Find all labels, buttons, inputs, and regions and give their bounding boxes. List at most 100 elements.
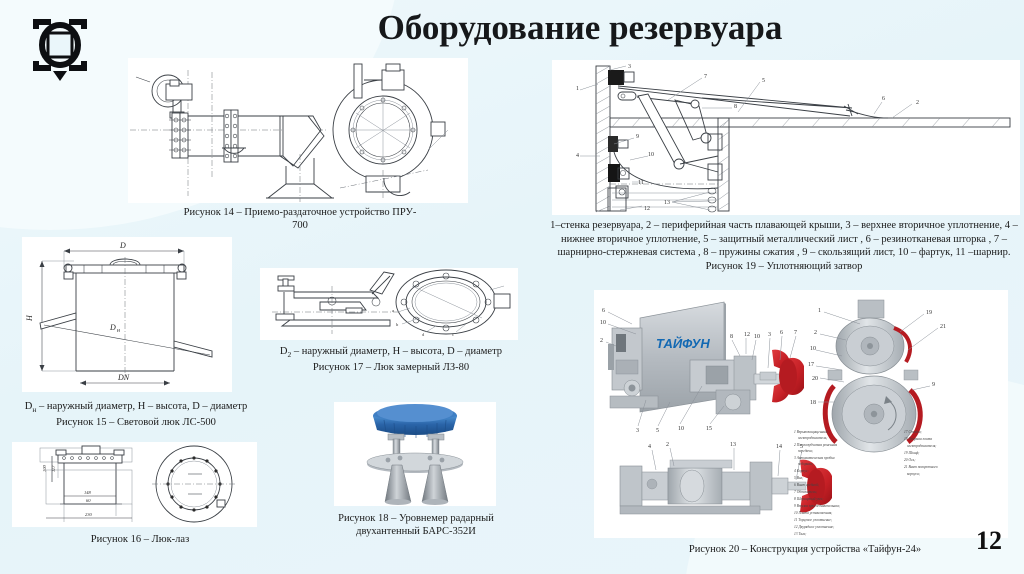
svg-text:6: 6 bbox=[602, 308, 605, 314]
svg-text:10: 10 bbox=[810, 346, 816, 352]
figure-18-image bbox=[334, 402, 496, 506]
svg-text:60: 60 bbox=[86, 498, 91, 503]
svg-text:корпуса;: корпуса; bbox=[907, 472, 920, 476]
figure-15-caption-line1: Dн – наружный диаметр, H – высота, D – д… bbox=[0, 400, 272, 416]
svg-text:ТАЙФУН: ТАЙФУН bbox=[656, 335, 710, 351]
svg-text:2: 2 bbox=[666, 442, 669, 448]
svg-text:13 Тяга;: 13 Тяга; bbox=[794, 532, 806, 536]
svg-text:17: 17 bbox=[808, 362, 814, 368]
svg-text:1: 1 bbox=[576, 86, 579, 92]
svg-text:10: 10 bbox=[678, 426, 684, 432]
svg-text:100: 100 bbox=[42, 465, 47, 473]
svg-text:8: 8 bbox=[730, 334, 733, 340]
svg-text:15: 15 bbox=[706, 426, 712, 432]
svg-text:8 Шарнирный узел;: 8 Шарнирный узел; bbox=[794, 496, 824, 501]
page-number: 12 bbox=[976, 526, 1002, 555]
figure-17-caption-rest: – наружный диаметр, H – высота, D – диам… bbox=[291, 346, 503, 357]
figure-15-symbol-sub: н bbox=[32, 405, 37, 415]
svg-text:17 Стойка;: 17 Стойка; bbox=[904, 429, 922, 434]
svg-text:7: 7 bbox=[704, 74, 707, 80]
figure-14-caption-line2: 700 bbox=[292, 220, 308, 231]
figure-15-caption-line2: Рисунок 15 – Световой люк ЛС-500 bbox=[56, 417, 216, 429]
svg-text:2: 2 bbox=[916, 100, 919, 106]
svg-text:18 Опорная плита: 18 Опорная плита bbox=[904, 437, 932, 441]
svg-text:19: 19 bbox=[926, 310, 932, 316]
svg-text:18: 18 bbox=[810, 400, 816, 406]
figure-20-image: ТАЙФУН bbox=[594, 290, 1008, 538]
svg-text:c: c bbox=[452, 332, 454, 337]
figure-20-caption: Рисунок 20 – Конструкция устройства «Тай… bbox=[610, 543, 1000, 556]
figure-15-caption-rest: – наружный диаметр, H – высота, D – диам… bbox=[36, 401, 248, 412]
figure-20-caption-line1: Рисунок 20 – Конструкция устройства «Тай… bbox=[688, 544, 922, 555]
figure-16-caption: Рисунок 16 – Люк-лаз bbox=[20, 533, 260, 546]
svg-text:9: 9 bbox=[932, 382, 935, 388]
svg-text:5 Вал;: 5 Вал; bbox=[794, 476, 803, 480]
svg-text:3: 3 bbox=[636, 428, 639, 434]
figure-17-image: a b d c bbox=[260, 268, 518, 340]
svg-text:10: 10 bbox=[648, 152, 654, 158]
svg-text:11 Торцевое уплотнение;: 11 Торцевое уплотнение; bbox=[794, 518, 832, 522]
svg-text:a: a bbox=[392, 308, 394, 313]
figure-18-caption-line2: двухантенный БАРС-352И bbox=[356, 526, 476, 537]
figure-17-caption-line1: D2 – наружный диаметр, H – высота, D – д… bbox=[243, 345, 539, 361]
figure-14-image bbox=[128, 58, 468, 203]
figure-16-image: 100 117 148 60 230 bbox=[12, 442, 257, 527]
svg-text:2: 2 bbox=[814, 330, 817, 336]
svg-text:4: 4 bbox=[576, 153, 579, 159]
svg-text:11: 11 bbox=[638, 180, 644, 186]
svg-text:4 Корпус;: 4 Корпус; bbox=[794, 469, 809, 473]
svg-text:5: 5 bbox=[762, 78, 765, 84]
svg-text:6: 6 bbox=[780, 330, 783, 336]
svg-text:заборная;: заборная; bbox=[797, 462, 813, 466]
figure-17-symbol-sub: 2 bbox=[287, 350, 292, 360]
svg-text:2 Плоскозубчатая ременная: 2 Плоскозубчатая ременная bbox=[794, 443, 837, 447]
svg-text:5: 5 bbox=[800, 444, 803, 450]
figure-14-caption-line1: Рисунок 14 – Приемо-раздаточное устройст… bbox=[183, 207, 417, 218]
svg-text:3 Автоматическая пробка: 3 Автоматическая пробка bbox=[794, 456, 835, 460]
figure-14-caption: Рисунок 14 – Приемо-раздаточное устройст… bbox=[130, 206, 470, 232]
svg-text:DN: DN bbox=[117, 373, 130, 382]
figure-19-image: 1 2 3 4 5 6 7 8 9 10 11 12 13 bbox=[552, 60, 1020, 215]
svg-text:3: 3 bbox=[628, 64, 631, 70]
page-title: Оборудование резервуара bbox=[377, 8, 783, 47]
svg-text:10 Плита установочная;: 10 Плита установочная; bbox=[794, 511, 832, 515]
svg-text:9 Втулка присоединительная;: 9 Втулка присоединительная; bbox=[794, 504, 840, 508]
tank-equipment-logo-icon bbox=[27, 13, 93, 83]
svg-text:21 Винт поворотного: 21 Винт поворотного bbox=[904, 465, 938, 469]
svg-text:20: 20 bbox=[812, 376, 818, 382]
figure-18-caption: Рисунок 18 – Уровнемер радарный двуханте… bbox=[283, 512, 549, 538]
figure-17-symbol-d: D bbox=[279, 346, 288, 357]
svg-text:электродвигателя;: электродвигателя; bbox=[907, 444, 936, 448]
svg-text:13: 13 bbox=[730, 442, 736, 448]
svg-text:D: D bbox=[119, 241, 126, 250]
figure-20-legend-left: 1 Взрывозащищенный электродвигатель; 2 П… bbox=[794, 429, 840, 536]
svg-text:20 Ось;: 20 Ось; bbox=[904, 458, 916, 462]
figure-15-caption: Dн – наружный диаметр, H – высота, D – д… bbox=[0, 400, 272, 429]
svg-text:13: 13 bbox=[664, 200, 670, 206]
figure-20-legend-right: 17 Стойка; 18 Опорная плита электродвига… bbox=[904, 429, 938, 476]
figure-17-caption-line2: Рисунок 17 – Люк замерный ЛЗ-80 bbox=[312, 362, 470, 374]
figure-19-caption: 1–стенка резервуара, 2 – периферийная ча… bbox=[548, 219, 1020, 273]
svg-text:D: D bbox=[109, 323, 116, 332]
figure-18-caption-line1: Рисунок 18 – Уровнемер радарный bbox=[338, 513, 494, 524]
svg-text:9: 9 bbox=[636, 134, 639, 140]
svg-text:10: 10 bbox=[754, 334, 760, 340]
figure-15-symbol-d: D bbox=[24, 401, 33, 412]
svg-text:d: d bbox=[422, 332, 425, 337]
svg-text:7 Обтекатель;: 7 Обтекатель; bbox=[794, 490, 817, 494]
svg-text:3: 3 bbox=[768, 332, 771, 338]
svg-text:148: 148 bbox=[84, 490, 92, 495]
svg-text:8: 8 bbox=[734, 104, 737, 110]
svg-text:н: н bbox=[117, 328, 120, 334]
svg-text:электродвигатель;: электродвигатель; bbox=[798, 436, 827, 440]
figure-19-legend-text: 1–стенка резервуара, 2 – периферийная ча… bbox=[550, 220, 1018, 258]
svg-text:1: 1 bbox=[818, 308, 821, 314]
svg-text:21: 21 bbox=[940, 324, 946, 330]
svg-text:H: H bbox=[25, 314, 34, 322]
svg-text:19 Шкиф;: 19 Шкиф; bbox=[904, 451, 919, 455]
svg-text:14: 14 bbox=[776, 444, 782, 450]
svg-text:2: 2 bbox=[600, 338, 603, 344]
figure-15-image: D H bbox=[22, 237, 232, 392]
svg-text:10: 10 bbox=[600, 320, 606, 326]
